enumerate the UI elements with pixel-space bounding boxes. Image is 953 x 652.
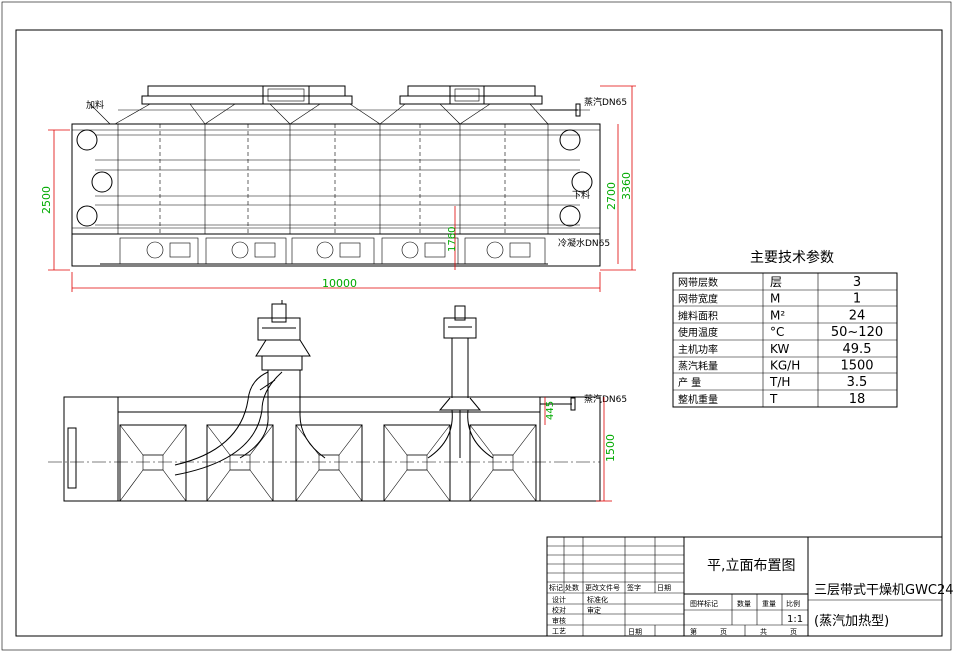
funnel-4 (379, 103, 461, 125)
spec-row-value: 1 (853, 292, 861, 307)
steam-flange (575, 103, 581, 117)
spec-row-value: 24 (849, 308, 866, 323)
elevation-body (63, 396, 601, 502)
sheet-unit: 页 (720, 628, 727, 636)
spec-row-value: 50~120 (831, 325, 883, 340)
fan-box-left (262, 85, 310, 105)
funnel-3 (289, 103, 381, 125)
inner-border (15, 29, 943, 637)
spec-row-unit: T (769, 392, 778, 406)
machine-subtitle: (蒸汽加热型) (814, 614, 889, 629)
mark-header: 图样标记 (690, 599, 718, 608)
hood-right-top (399, 95, 543, 105)
role-label: 工艺 (552, 628, 566, 636)
mark-header: 重量 (762, 600, 776, 608)
role-label: 设计 (552, 595, 566, 604)
air-boxes (119, 424, 537, 502)
spec-row-name: 网带宽度 (678, 293, 718, 306)
fan-box-left-inner (267, 88, 305, 102)
scale-value: 1:1 (787, 614, 803, 625)
spec-row-value: 3 (853, 275, 861, 290)
role-label: 校对 (552, 606, 566, 615)
spec-row-name: 网带层数 (678, 276, 718, 289)
sheet-label: 第 (690, 627, 697, 636)
spec-row-name: 摊料面积 (678, 309, 718, 322)
dryer-body (71, 123, 601, 235)
fan-units (119, 237, 546, 265)
role-right-label: 审定 (587, 606, 601, 615)
title-block: 平,立面布置图 三层带式干燥机GWC24 (蒸汽加热型) 标记处数更改文件号签字… (546, 536, 953, 637)
fan-base (71, 233, 601, 267)
spec-row-unit: 层 (770, 275, 782, 289)
dim-height-right1: 2700 (605, 182, 618, 210)
discharge-label: 下料 (572, 189, 590, 201)
fan-box-right (449, 85, 485, 105)
spec-row-name: 蒸汽耗量 (678, 360, 718, 373)
spec-row-unit: M (770, 292, 780, 306)
elevation-view: 蒸汽DN65 445 1500 (48, 300, 627, 502)
funnel-1 (114, 103, 206, 125)
funnel-5 (459, 103, 549, 125)
rev-header: 签字 (627, 583, 641, 592)
rev-header: 标记 (549, 583, 563, 592)
total-label: 共 (760, 627, 767, 636)
spec-row-unit: T/H (769, 375, 790, 389)
spec-row-unit: M² (770, 308, 785, 322)
spec-row-value: 3.5 (847, 375, 868, 390)
mark-header: 比例 (786, 599, 800, 608)
dim-height-side: 1500 (604, 434, 617, 462)
total-unit: 页 (790, 628, 797, 636)
funnel-2 (204, 103, 291, 125)
rev-header: 处数 (565, 583, 579, 592)
spec-title: 主要技术参数 (750, 249, 834, 266)
dim-width: 10000 (322, 277, 357, 290)
rev-header: 更改文件号 (585, 583, 620, 592)
rev-header: 日期 (657, 584, 671, 592)
steam-label-side: 蒸汽DN65 (584, 393, 627, 405)
role-right-label: 标准化 (587, 595, 608, 604)
right-duct (427, 305, 494, 459)
spec-row-unit: KG/H (770, 359, 800, 373)
spec-row-name: 使用温度 (678, 326, 718, 339)
condensate-label: 冷凝水DN65 (558, 237, 610, 249)
mark-header: 数量 (737, 599, 751, 608)
spec-row-name: 主机功率 (678, 343, 718, 356)
hood-left-top (141, 95, 353, 105)
plan-view: 加料 蒸汽DN65 下料 冷凝水DN65 10000 2500 2700 336… (40, 85, 636, 292)
drawing-title: 平,立面布置图 (707, 558, 795, 574)
spec-row-name: 产 量 (678, 376, 701, 389)
dim-height-left: 2500 (40, 186, 53, 214)
spec-row-value: 49.5 (843, 342, 872, 357)
role-label: 审核 (552, 616, 566, 625)
spec-row-value: 18 (849, 392, 866, 407)
hood-left-roof (147, 85, 346, 96)
spec-row-name: 整机重量 (678, 393, 718, 406)
dim-height-right2: 3360 (620, 172, 633, 200)
left-duct (174, 300, 326, 476)
dim-small-side: 445 (545, 401, 556, 420)
spec-row-value: 1500 (840, 359, 873, 374)
feed-label: 加料 (86, 99, 104, 111)
fan-box-right-inner (454, 88, 480, 102)
section-dividers (117, 124, 549, 234)
hood-right-roof (407, 85, 536, 96)
steam-label-top: 蒸汽DN65 (584, 96, 627, 108)
spec-row-unit: °C (770, 325, 784, 339)
machine-name: 三层带式干燥机GWC24 (814, 583, 953, 598)
spec-table: 主要技术参数 网带层数 层 3 网带宽度 M 1 摊料面积 M² 24 使用温度 °C 50~120 主… (672, 249, 898, 408)
dim-small-top: 1760 (447, 227, 458, 252)
spec-row-unit: KW (770, 342, 789, 356)
date-label: 日期 (628, 628, 642, 636)
